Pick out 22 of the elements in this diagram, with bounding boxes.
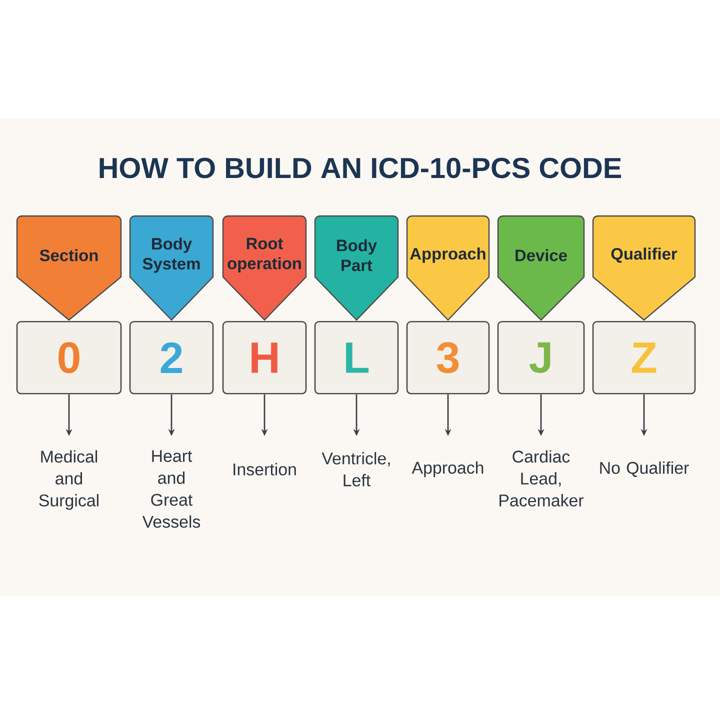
meaning-text: Insertion: [234, 463, 296, 476]
code-box: L: [314, 321, 399, 394]
tag-pentagon: Device: [497, 215, 585, 321]
tag-pentagon: Qualifier: [592, 215, 696, 321]
meaning-text: Heart and Great Vessels: [142, 450, 200, 528]
meaning-text: Medical and Surgical: [39, 450, 98, 510]
tag-pentagon: Body Part: [314, 215, 399, 321]
meaning-text: Cardiac Lead, Pacemaker: [500, 450, 584, 506]
title: HOW TO BUILD AN ICD-10-PCS CODE: [100, 158, 622, 178]
tag-pentagon: Root operation: [222, 215, 307, 321]
tag-pentagon: Approach: [406, 215, 490, 321]
code-box: 3: [406, 321, 490, 394]
meaning-text: No Qualifier: [600, 461, 689, 477]
meaning-text: Approach: [412, 461, 484, 478]
code-box: J: [497, 321, 585, 394]
tag-pentagon: Body System: [129, 215, 214, 321]
code-box: 2: [129, 321, 214, 394]
code-box: 0: [16, 321, 122, 394]
code-box: Z: [592, 321, 696, 394]
meaning-text: Ventricle, Left: [322, 452, 390, 486]
tag-pentagon: Section: [16, 215, 122, 321]
code-box: H: [222, 321, 307, 394]
